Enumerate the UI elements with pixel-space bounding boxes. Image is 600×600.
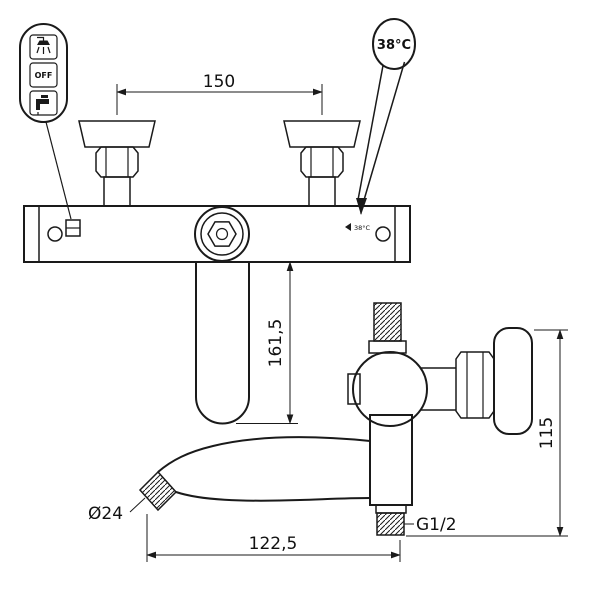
thread-size-label: G1/2 [416,515,457,535]
dim-161-5-label: 161,5 [266,319,286,368]
aerator-diameter-callout: Ø24 [88,497,146,524]
hex-screw [207,221,237,247]
right-hex-nut [300,146,344,178]
spout-side [138,436,371,512]
balloon-tail-right [363,61,406,201]
balloon-tail-left [357,65,384,201]
dimension-height: 115 [406,329,568,537]
dim-122-5-label: 122,5 [249,534,298,554]
temperature-balloon [372,18,416,70]
temp-mark-label: 38°C [354,224,371,232]
right-wall-connector [283,120,361,207]
dimension-center-distance: 150 [116,72,323,115]
wall-connection [421,327,533,435]
right-neck [308,176,336,207]
side-view: G1/2 Ø24 122,5 115 [88,302,568,562]
mode-callout-leader [45,121,72,220]
center-cap-outer [194,206,250,262]
aerator-diameter-label: Ø24 [88,504,123,524]
bottom-thread [376,512,405,536]
center-cap-inner [200,212,244,256]
side-knob [347,373,361,405]
lower-body [369,414,413,506]
temperature-callout-label: 38°C [377,38,411,53]
right-escutcheon [283,120,361,148]
dim-115-label: 115 [537,417,557,449]
hex-screw-center [215,227,229,241]
off-mode-box [29,62,58,88]
top-thread [373,302,402,342]
tap-icon [36,95,49,115]
bottom-step [375,504,407,514]
shower-icon [36,36,51,54]
side-escutcheon [493,327,533,435]
left-neck [103,176,131,207]
temperature-callout: 38°C [356,18,416,215]
valve-body-side [352,351,428,427]
front-view: 150 [23,72,411,425]
temp-mark-arrow [345,223,351,231]
mode-callout: OFF [19,23,72,220]
shower-mode-box [29,34,58,60]
tap-mode-box [29,90,58,116]
dimension-spout-height: 161,5 [236,261,298,425]
body-outline [23,205,411,263]
side-hex-nut [455,351,495,419]
dimension-reach: 122,5 [146,514,401,562]
left-wall-connector [78,120,156,207]
mode-callout-outline [19,23,68,123]
mixer-body: 38°C [23,205,411,263]
right-screw [375,226,391,242]
spout-front [195,262,250,425]
left-screw [47,226,63,242]
left-escutcheon [78,120,156,148]
off-label: OFF [35,71,53,80]
left-hex-nut [95,146,139,178]
aerator [138,470,178,512]
dim-150-label: 150 [203,72,235,92]
thread-size-callout: G1/2 [404,515,457,535]
